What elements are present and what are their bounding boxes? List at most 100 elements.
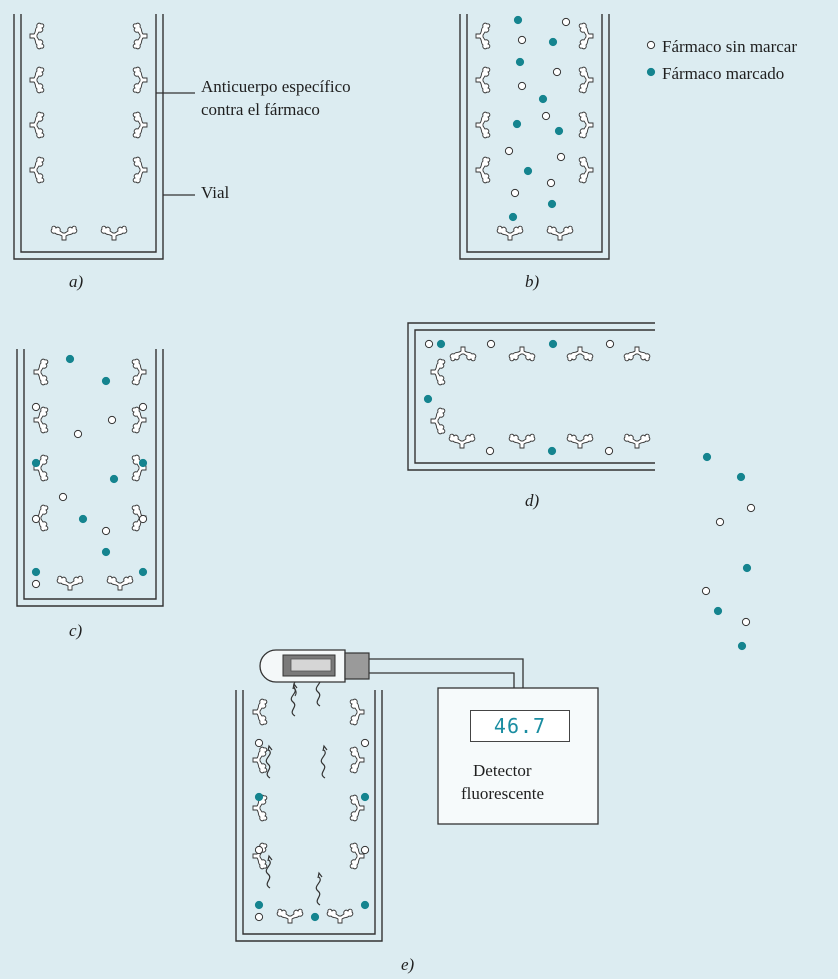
- labeled-drug-dot: [423, 394, 433, 404]
- unlabeled-drug-dot: [604, 446, 614, 456]
- unlabeled-drug-dot: [254, 845, 264, 855]
- unlabeled-drug-dot: [546, 178, 556, 188]
- antibody-icon: [566, 346, 594, 362]
- labeled-drug-dot: [742, 563, 752, 573]
- unlabeled-drug-dot: [424, 339, 434, 349]
- vial-e: [235, 690, 383, 942]
- unlabeled-drug-dot: [360, 845, 370, 855]
- antibody-icon: [546, 225, 574, 241]
- antibody-icon: [106, 575, 134, 591]
- antibody-icon: [29, 111, 45, 139]
- unlabeled-drug-dot: [31, 579, 41, 589]
- labeled-drug-dot: [646, 67, 656, 77]
- unlabeled-drug-dot: [31, 402, 41, 412]
- antibody-icon: [349, 746, 365, 774]
- labeled-drug-dot: [109, 474, 119, 484]
- unlabeled-drug-dot: [746, 503, 756, 513]
- unlabeled-drug-dot: [138, 514, 148, 524]
- labeled-drug-dot: [436, 339, 446, 349]
- labeled-drug-dot: [31, 458, 41, 468]
- unlabeled-drug-dot: [254, 912, 264, 922]
- antibody-label-line1: Anticuerpo específico: [201, 77, 351, 96]
- vial-c: [16, 349, 164, 607]
- antibody-icon: [33, 406, 49, 434]
- antibody-icon: [33, 454, 49, 482]
- labeled-drug-dot: [310, 912, 320, 922]
- detector-label-line1: Detector: [473, 761, 532, 780]
- labeled-drug-dot: [138, 567, 148, 577]
- unlabeled-drug-dot: [556, 152, 566, 162]
- labeled-drug-dot: [508, 212, 518, 222]
- labeled-drug-dot: [101, 547, 111, 557]
- labeled-drug-dot: [736, 472, 746, 482]
- antibody-icon: [50, 225, 78, 241]
- antibody-icon: [29, 22, 45, 50]
- unlabeled-drug-dot: [138, 402, 148, 412]
- labeled-drug-dot: [65, 354, 75, 364]
- arrowhead-icon: [267, 744, 273, 752]
- labeled-drug-dot: [737, 641, 747, 651]
- antibody-icon: [623, 346, 651, 362]
- arrowhead-icon: [322, 744, 328, 752]
- antibody-icon: [132, 111, 148, 139]
- unlabeled-drug-dot: [646, 40, 656, 50]
- probe-window: [290, 658, 332, 672]
- unlabeled-drug-dot: [31, 514, 41, 524]
- unlabeled-drug-dot: [486, 339, 496, 349]
- labeled-drug-dot: [515, 57, 525, 67]
- fluorescence-emission-icon: [320, 749, 326, 779]
- antibody-icon: [56, 575, 84, 591]
- antibody-icon: [623, 433, 651, 449]
- fluorescence-emission-icon: [315, 876, 321, 906]
- labeled-drug-dot: [554, 126, 564, 136]
- antibody-icon: [132, 22, 148, 50]
- labeled-drug-dot: [512, 119, 522, 129]
- unlabeled-drug-dot: [561, 17, 571, 27]
- antibody-icon: [475, 156, 491, 184]
- labeled-drug-dot: [360, 900, 370, 910]
- labeled-drug-dot: [31, 567, 41, 577]
- labeled-drug-dot: [702, 452, 712, 462]
- antibody-icon: [29, 156, 45, 184]
- labeled-drug-dot: [138, 458, 148, 468]
- labeled-drug-dot: [523, 166, 533, 176]
- labeled-drug-dot: [78, 514, 88, 524]
- labeled-drug-dot: [101, 376, 111, 386]
- antibody-icon: [430, 407, 446, 435]
- caption-c: c): [69, 621, 83, 640]
- antibody-icon: [475, 22, 491, 50]
- antibody-icon: [252, 698, 268, 726]
- fluorescence-emission-icon: [265, 749, 271, 779]
- unlabeled-drug-dot: [517, 81, 527, 91]
- unlabeled-drug-dot: [58, 492, 68, 502]
- unlabeled-drug-dot: [504, 146, 514, 156]
- labeled-drug-dot: [547, 446, 557, 456]
- vial-d: [407, 322, 655, 471]
- antibody-icon: [349, 698, 365, 726]
- antibody-icon: [131, 358, 147, 386]
- labeled-drug-dot: [254, 792, 264, 802]
- labeled-drug-dot: [548, 37, 558, 47]
- unlabeled-drug-dot: [605, 339, 615, 349]
- antibody-icon: [33, 358, 49, 386]
- antibody-icon: [131, 406, 147, 434]
- unlabeled-drug-dot: [541, 111, 551, 121]
- vial-label: Vial: [201, 183, 230, 202]
- antibody-icon: [349, 794, 365, 822]
- antibody-icon: [252, 746, 268, 774]
- antibody-icon: [508, 433, 536, 449]
- antibody-label-line2: contra el fármaco: [201, 100, 320, 119]
- fluorescence-emission-icon: [265, 859, 271, 889]
- labeled-drug-dot: [547, 199, 557, 209]
- labeled-drug-dot: [538, 94, 548, 104]
- unlabeled-drug-dot: [360, 738, 370, 748]
- unlabeled-drug-dot: [517, 35, 527, 45]
- unlabeled-drug-dot: [552, 67, 562, 77]
- arrowhead-icon: [267, 854, 273, 862]
- probe-connector: [344, 652, 370, 680]
- unlabeled-drug-dot: [73, 429, 83, 439]
- antibody-icon: [578, 111, 594, 139]
- antibody-icon: [449, 346, 477, 362]
- probe-wire: [293, 681, 297, 697]
